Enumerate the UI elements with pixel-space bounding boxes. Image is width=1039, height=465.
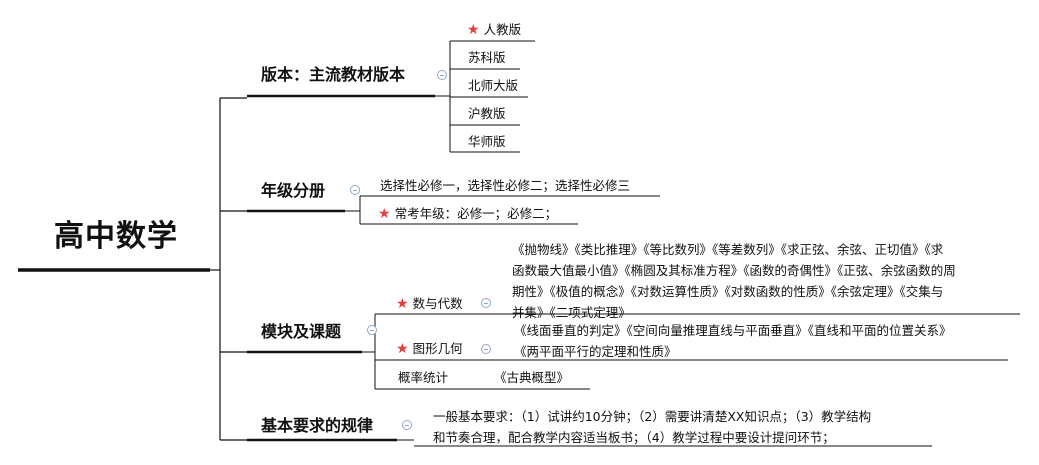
star-icon: ★ [378,206,391,222]
collapse-icon[interactable] [437,70,447,80]
branch-modules: 模块及课题 [261,322,342,341]
algebra-topics: 《抛物线》《类比推理》《等比数列》《等差数列》《求正弦、余弦、正切值》《求 函数… [512,242,956,320]
grade-item: 选择性必修一，选择性必修二；选择性必修三 [380,178,631,193]
rules-text: 一般基本要求：（1）试讲约10分钟；（2）需要讲清楚XX知识点；（3）教学结构 … [433,409,872,445]
collapse-icon[interactable] [481,344,491,354]
version-item: 苏科版 [468,50,506,65]
grade-item: ★常考年级：必修一；必修二； [378,206,558,222]
collapse-icon[interactable] [367,325,377,335]
star-icon: ★ [396,296,409,312]
version-item: 北师大版 [468,78,519,93]
geometry-topics: 《线面垂直的判定》《空间向量推理直线与平面垂直》《直线和平面的位置关系》 《两平… [514,323,952,359]
version-item: 沪教版 [468,106,506,121]
star-icon: ★ [467,22,480,38]
module-item-probability: 概率统计 [398,370,449,385]
collapse-icon[interactable] [402,420,412,430]
branch-grade: 年级分册 [261,181,326,200]
module-item-algebra: ★数与代数 [396,296,463,312]
version-item: ★人教版 [467,22,522,38]
root-node: 高中数学 [54,219,178,254]
branch-rules: 基本要求的规律 [261,416,374,435]
star-icon: ★ [396,341,409,357]
module-item-geometry: ★图形几何 [396,341,463,357]
probability-topics: 《古典概型》 [494,370,570,385]
collapse-icon[interactable] [481,298,491,308]
branch-version: 版本：主流教材版本 [261,65,406,84]
version-item: 华师版 [468,134,506,149]
collapse-icon[interactable] [350,185,360,195]
